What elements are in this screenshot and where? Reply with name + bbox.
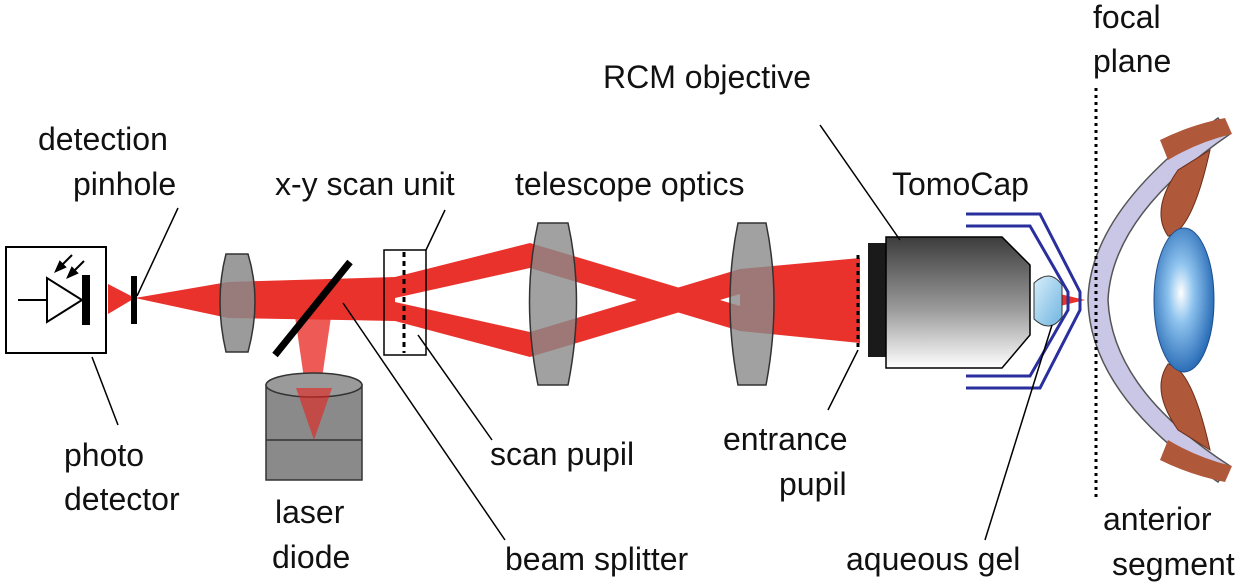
label-tomocap: TomoCap <box>892 166 1029 202</box>
label-diode: diode <box>272 539 350 575</box>
anterior-segment <box>1087 116 1232 484</box>
label-photo: photo <box>64 437 144 473</box>
label-telescope-optics: telescope optics <box>515 166 744 202</box>
telescope-lens-1 <box>528 222 578 386</box>
label-detection: detection <box>38 121 168 157</box>
label-focal: focal <box>1093 0 1161 35</box>
rcm-objective <box>868 236 1031 369</box>
label-detector: detector <box>64 481 180 517</box>
photodiode-icon <box>46 276 84 324</box>
laser-diode <box>265 372 363 481</box>
tomocap <box>966 212 1082 390</box>
label-segment: segment <box>1112 546 1235 582</box>
leader-lines <box>91 124 1053 541</box>
photo-detector <box>5 246 107 354</box>
label-scan-pupil: scan pupil <box>490 436 634 472</box>
label-beam-splitter: beam splitter <box>505 541 689 577</box>
detection-pinhole <box>131 276 137 324</box>
cornea <box>1087 116 1232 484</box>
ciliary-upper <box>1160 118 1232 160</box>
label-anterior: anterior <box>1103 501 1212 537</box>
ciliary-lower <box>1160 440 1232 482</box>
diode-cathode-bar <box>82 275 90 325</box>
aqueous-gel-drop <box>1033 275 1063 327</box>
label-pinhole: pinhole <box>73 166 176 202</box>
beam-splitter-plate <box>272 259 353 358</box>
label-pupil: pupil <box>779 466 847 502</box>
light-arrows-icon <box>54 254 85 279</box>
label-laser: laser <box>275 494 345 530</box>
label-xy-scan-unit: x-y scan unit <box>275 166 455 202</box>
lens-1 <box>219 253 256 353</box>
label-rcm-objective: RCM objective <box>603 59 811 95</box>
label-entrance: entrance <box>723 421 848 457</box>
label-plane: plane <box>1093 43 1171 79</box>
telescope-lens-2 <box>729 222 775 386</box>
eye-lens <box>1153 227 1215 373</box>
xy-scan-unit <box>383 249 427 356</box>
label-aqueous-gel: aqueous gel <box>846 541 1020 577</box>
